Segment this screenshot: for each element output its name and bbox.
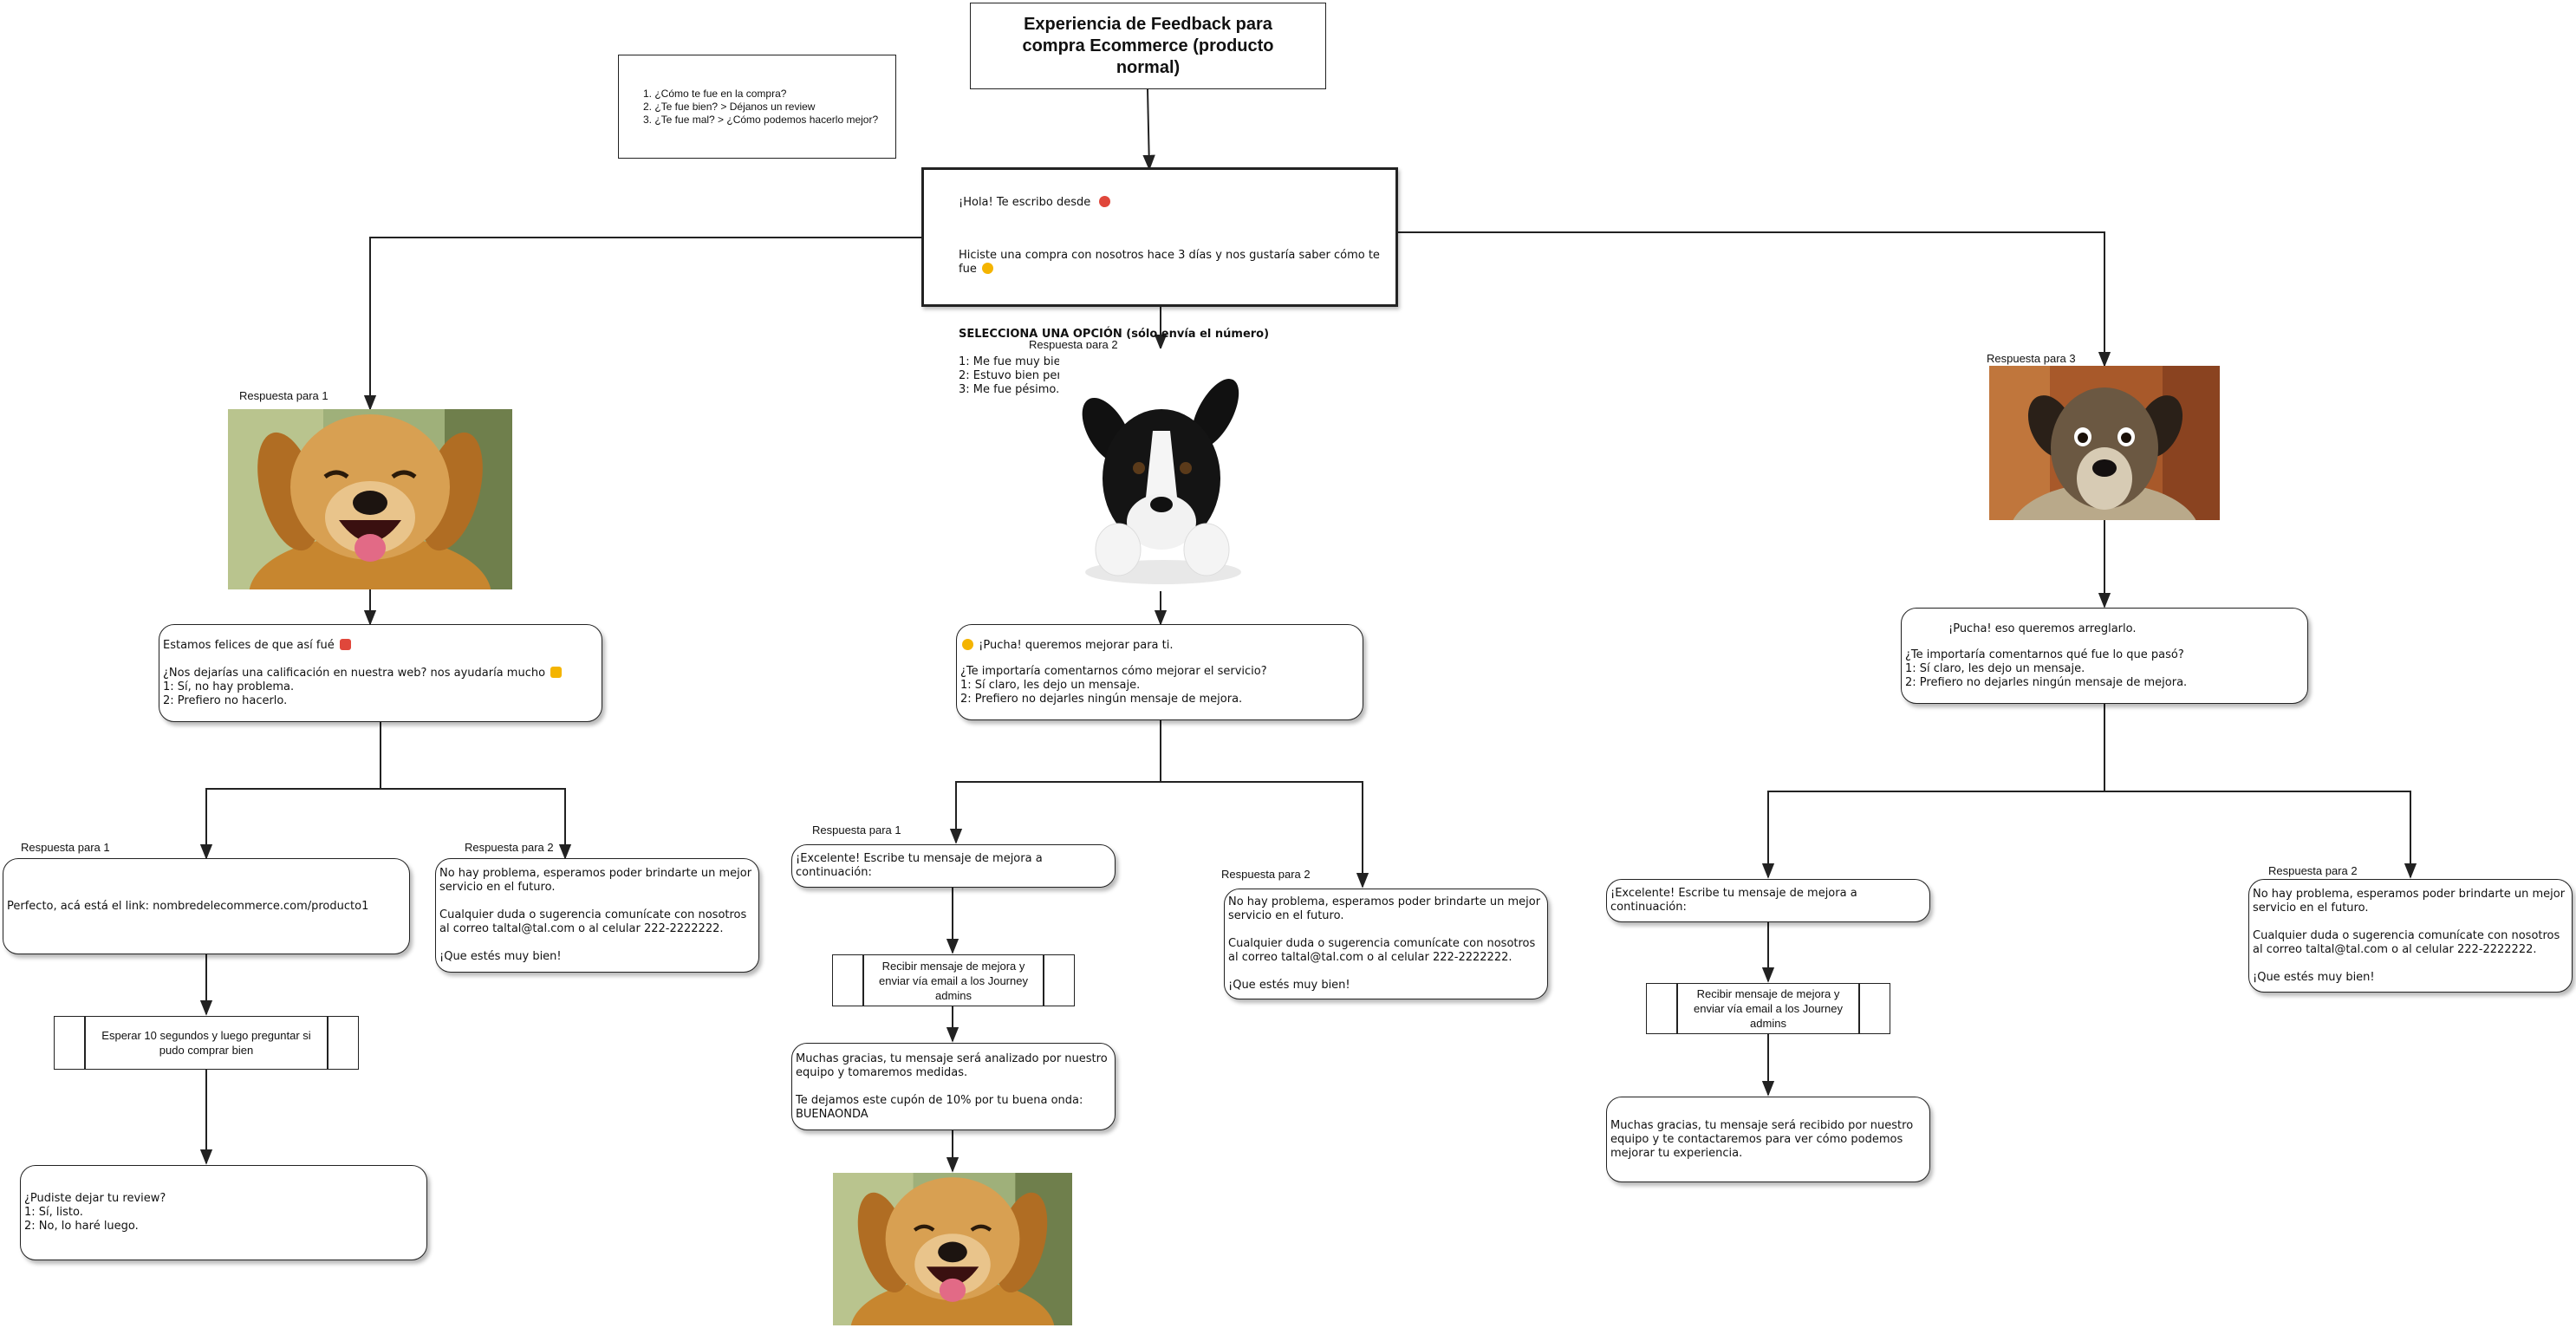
branch3-pucha-message: ¡Pucha! eso queremos arreglarlo. ¿Te imp… [1901, 608, 2308, 704]
branch3-thanks-text: Muchas gracias, tu mensaje será recibido… [1610, 1118, 1914, 1160]
branch2-excellent-message: ¡Excelente! Escribe tu mensaje de mejora… [791, 844, 1116, 888]
branch2-pucha-message: ¡Pucha! queremos mejorar para ti. ¿Te im… [956, 624, 1363, 720]
branch1-options: 1: Sí, no hay problema. 2: Prefiero no h… [163, 680, 295, 707]
happy-dog-image-bottom [833, 1173, 1072, 1325]
arrow-msg1-split-b [381, 788, 572, 860]
start-purchase: Hiciste una compra con nosotros hace 3 d… [959, 249, 1380, 276]
branch3-receive-step: Recibir mensaje de mejora y enviar vía e… [1646, 983, 1890, 1034]
diagram-title: Experiencia de Feedback para compra Ecom… [970, 3, 1326, 89]
branch1-happy-message: Estamos felices de que así fué ¿Nos deja… [159, 624, 602, 722]
branch1-happy-line: Estamos felices de que así fué [163, 638, 598, 653]
branch2-no-problem-text: No hay problema, esperamos poder brindar… [1228, 895, 1541, 992]
branch3-question: ¿Te importaría comentarnos qué fue lo qu… [1905, 648, 2188, 689]
pray-emoji-icon [550, 666, 563, 678]
arrow-title-to-start [1142, 88, 1155, 171]
summary-note: 1. ¿Cómo te fue en la compra? 2. ¿Te fue… [618, 55, 896, 159]
branch1-no-problem-message: No hay problema, esperamos poder brindar… [435, 858, 759, 973]
arrow-msg2-split-b [1161, 781, 1369, 889]
label-respuesta-2-b1: Respuesta para 2 [465, 841, 554, 854]
label-respuesta-2-b3: Respuesta para 2 [2268, 864, 2358, 877]
start-purchase-line: Hiciste una compra con nosotros hace 3 d… [959, 249, 1395, 277]
branch2-excellent-text: ¡Excelente! Escribe tu mensaje de mejora… [796, 852, 1043, 879]
label-respuesta-3-top: Respuesta para 3 [1987, 352, 2076, 365]
branch3-receive-text: Recibir mensaje de mejora y enviar vía e… [1694, 987, 1843, 1030]
branch3-no-problem-text: No hay problema, esperamos poder brindar… [2253, 887, 2566, 984]
start-greeting-line: ¡Hola! Te escribo desde [959, 196, 1395, 210]
diagram-title-text: Experiencia de Feedback para compra Ecom… [1022, 14, 1274, 77]
branch1-wait-text: Esperar 10 segundos y luego preguntar si… [101, 1029, 311, 1057]
branch2-question: ¿Te importaría comentarnos cómo mejorar … [960, 664, 1267, 706]
label-respuesta-2-b2: Respuesta para 2 [1221, 868, 1311, 881]
branch1-no-problem-text: No hay problema, esperamos poder brindar… [439, 867, 752, 963]
smile-emoji-icon [981, 263, 993, 274]
branch2-pucha-line: ¡Pucha! queremos mejorar para ti. [960, 638, 1359, 653]
branch2-thanks-text: Muchas gracias, tu mensaje será analizad… [796, 1051, 1108, 1121]
branch1-review-q-text: ¿Pudiste dejar tu review? 1: Sí, listo. … [24, 1192, 166, 1233]
peeking-dog-image [1059, 348, 1267, 591]
happy-dog-image [228, 409, 512, 589]
label-respuesta-1-b1: Respuesta para 1 [21, 841, 110, 854]
label-respuesta-2-top: Respuesta para 2 [1029, 338, 1118, 351]
branch3-pucha-line: ¡Pucha! eso queremos arreglarlo. [1905, 622, 2304, 636]
start-select-heading: SELECCIONA UNA OPCIÓN (sólo envía el núm… [959, 328, 1270, 341]
branch1-wait-step: Esperar 10 segundos y luego preguntar si… [54, 1016, 359, 1070]
branch3-no-problem-message: No hay problema, esperamos poder brindar… [2248, 879, 2573, 993]
arrow-start-to-branch1 [363, 237, 921, 411]
arrow-msg2-split-a [949, 720, 1161, 844]
worried-dog-image [1989, 366, 2220, 520]
branch2-thanks-message: Muchas gracias, tu mensaje será analizad… [791, 1043, 1116, 1130]
branch3-excellent-message: ¡Excelente! Escribe tu mensaje de mejora… [1606, 879, 1930, 922]
branch1-link-message: Perfecto, acá está el link: nombredeleco… [3, 858, 410, 954]
heart-emoji-icon [339, 638, 351, 650]
summary-text: 1. ¿Cómo te fue en la compra? 2. ¿Te fue… [643, 87, 879, 126]
branch3-thanks-message: Muchas gracias, tu mensaje será recibido… [1606, 1097, 1930, 1182]
branch2-no-problem-message: No hay problema, esperamos poder brindar… [1224, 889, 1548, 999]
label-respuesta-1-top: Respuesta para 1 [239, 389, 329, 402]
start-greeting: ¡Hola! Te escribo desde [959, 196, 1091, 209]
arrow-start-to-branch3 [1398, 231, 2111, 368]
branch1-link-text: Perfecto, acá está el link: nombredeleco… [7, 899, 369, 913]
arrow-msg3-split-a [1761, 704, 2105, 879]
sad-emoji-icon [962, 638, 973, 650]
label-respuesta-1-b2: Respuesta para 1 [812, 823, 901, 837]
branch3-excellent-text: ¡Excelente! Escribe tu mensaje de mejora… [1610, 887, 1857, 914]
branch1-review-question: ¿Nos dejarías una calificación en nuestr… [163, 666, 546, 680]
branch1-happy-text: Estamos felices de que así fué [163, 638, 335, 652]
start-message: ¡Hola! Te escribo desde Hiciste una comp… [921, 167, 1398, 396]
smile-emoji-icon [1099, 196, 1111, 207]
branch1-review-question-message: ¿Pudiste dejar tu review? 1: Sí, listo. … [20, 1165, 427, 1260]
branch2-receive-text: Recibir mensaje de mejora y enviar vía e… [879, 959, 1028, 1002]
branch3-pucha-text: ¡Pucha! eso queremos arreglarlo. [1948, 622, 2137, 635]
branch1-review-question-line: ¿Nos dejarías una calificación en nuestr… [163, 666, 598, 680]
branch2-pucha-text: ¡Pucha! queremos mejorar para ti. [979, 638, 1174, 652]
branch2-receive-step: Recibir mensaje de mejora y enviar vía e… [832, 954, 1075, 1006]
arrow-msg3-split-b [2104, 791, 2417, 879]
arrow-msg1-split-a [199, 722, 381, 860]
